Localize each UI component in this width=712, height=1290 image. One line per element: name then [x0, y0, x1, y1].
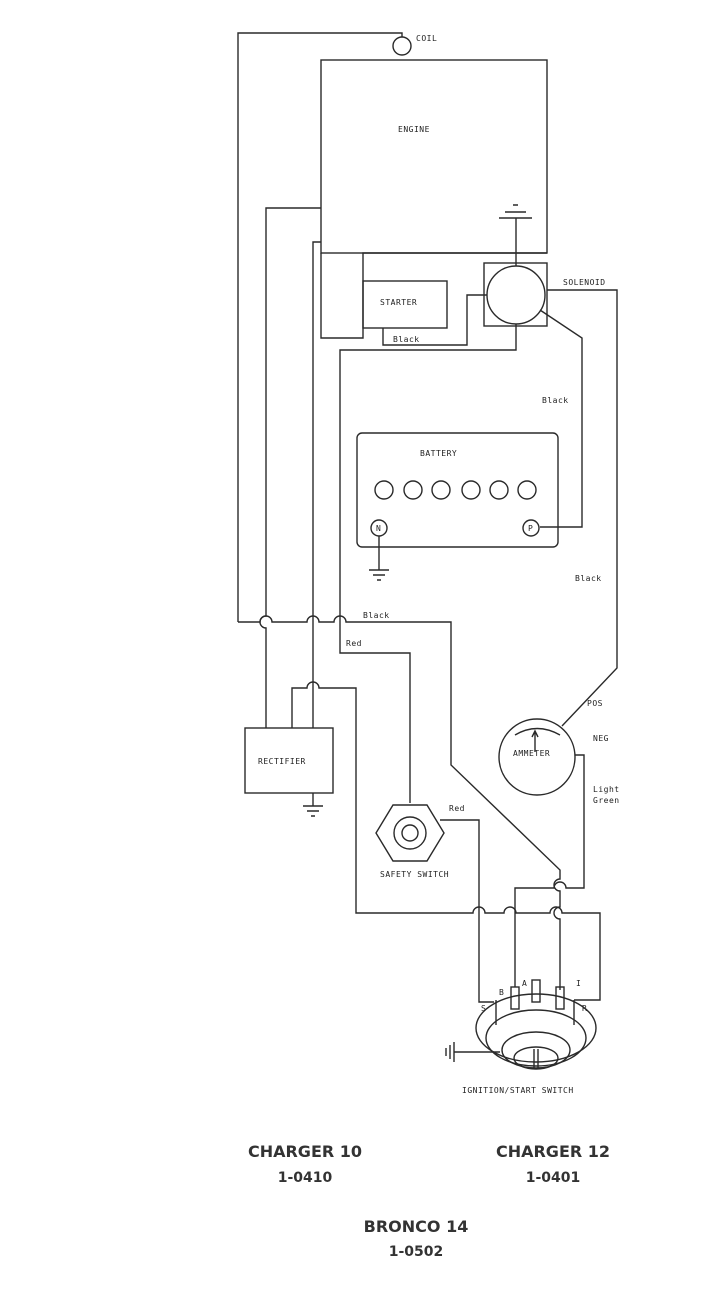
- battery-neg-label: N: [376, 524, 381, 533]
- battery: [356, 432, 559, 581]
- model-number: 1-0410: [278, 1170, 333, 1186]
- safety-switch-label: SAFETY SWITCH: [380, 870, 449, 879]
- terminal-a-label: A: [522, 979, 527, 988]
- model-name: CHARGER 12: [496, 1142, 610, 1161]
- solenoid-label: SOLENOID: [563, 278, 606, 287]
- wire-label-red: Red: [449, 804, 465, 813]
- wire-label-light-green: Green: [593, 796, 620, 805]
- ignition-switch: [445, 979, 597, 1070]
- terminal-i-label: I: [576, 979, 581, 988]
- rectifier-to-r-wire: [291, 681, 601, 1001]
- engine-ground-icon: [499, 204, 532, 266]
- wire-label-light-green: Light: [593, 785, 620, 794]
- solenoid-battery-wire: [539, 309, 583, 528]
- ammeter-neg-label: NEG: [593, 734, 609, 743]
- battery-label: BATTERY: [420, 449, 457, 458]
- solenoid: [483, 262, 548, 327]
- battery-cell: [374, 480, 394, 500]
- battery-cell: [517, 480, 537, 500]
- terminal-r-label: R: [582, 1004, 587, 1013]
- terminal-b-label: B: [499, 988, 504, 997]
- battery-cell: [431, 480, 451, 500]
- starter-black-wire: [382, 294, 487, 346]
- ammeter-label: AMMETER: [513, 749, 550, 758]
- terminal-s-label: S: [481, 1004, 486, 1013]
- ignition-ground-icon: [445, 1042, 500, 1062]
- model-number: 1-0401: [526, 1170, 581, 1186]
- starter-label: STARTER: [380, 298, 417, 307]
- model-number: 1-0502: [389, 1244, 444, 1260]
- light-green-wire: [514, 754, 585, 987]
- wire-label-black: Black: [575, 574, 602, 583]
- wire-label-black: Black: [393, 335, 420, 344]
- starter: [320, 252, 547, 339]
- coil: [237, 32, 412, 622]
- battery-cell: [461, 480, 481, 500]
- wire-label-black: Black: [363, 611, 390, 620]
- battery-pos-label: P: [528, 524, 533, 533]
- rectifier-box: [244, 727, 334, 794]
- engine-label: ENGINE: [398, 125, 430, 134]
- safety-switch: [375, 804, 445, 862]
- battery-cell: [403, 480, 423, 500]
- engine-box: [320, 59, 548, 254]
- rectifier-ground-icon: [303, 793, 323, 817]
- ammeter: [498, 718, 576, 796]
- ammeter-pos-label: POS: [587, 699, 603, 708]
- wire-label-red: Red: [346, 639, 362, 648]
- model-name: CHARGER 10: [248, 1142, 362, 1161]
- solenoid-ammeter-wire: [547, 289, 618, 727]
- main-black-wire: [238, 615, 561, 990]
- wire-label-black: Black: [542, 396, 569, 405]
- coil-label: COIL: [416, 34, 437, 43]
- battery-cell: [489, 480, 509, 500]
- red-wire-safety: [339, 324, 517, 803]
- wire-engine-rectifier-2: [312, 241, 321, 728]
- wire-engine-rectifier-1: [259, 207, 321, 728]
- battery-ground-icon: [369, 536, 389, 581]
- model-name: BRONCO 14: [364, 1217, 469, 1236]
- red-wire-switch: [440, 819, 494, 1003]
- rectifier-label: RECTIFIER: [258, 757, 306, 766]
- ignition-switch-label: IGNITION/START SWITCH: [462, 1086, 574, 1095]
